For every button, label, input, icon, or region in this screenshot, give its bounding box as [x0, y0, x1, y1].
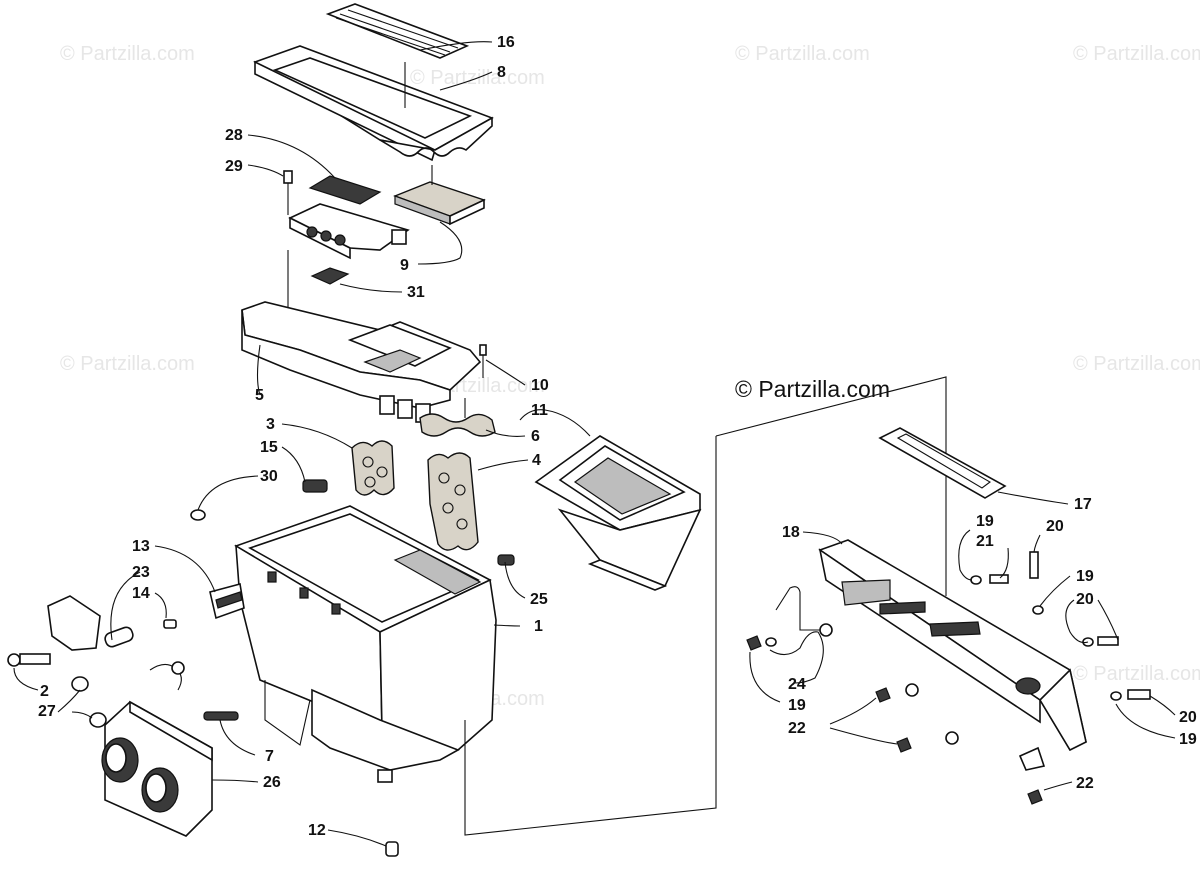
part-7-strip: [203, 711, 239, 721]
part-14-grommet: [163, 619, 177, 629]
watermark: © Partzilla.com: [1073, 663, 1200, 685]
part-9-filter-block: [393, 165, 486, 226]
watermark: © Partzilla.com: [60, 353, 195, 375]
callout-20: 20: [1179, 709, 1197, 726]
part-10-screw: [479, 344, 487, 378]
module-box: [288, 203, 410, 260]
callout-24: 24: [788, 676, 806, 693]
callout-3: 3: [266, 416, 275, 433]
part-30-washer: [190, 509, 206, 521]
part-1-airbox-body: [234, 505, 497, 783]
part-29-bolt: [283, 170, 293, 215]
callout-10: 10: [531, 377, 549, 394]
part-24-wire-clip: [775, 586, 826, 631]
callout-18: 18: [782, 524, 800, 541]
leader-lines: [13, 41, 1176, 847]
part-2-bolt: [7, 653, 51, 667]
watermark: © Partzilla.com: [1073, 353, 1200, 375]
callout-6: 6: [531, 428, 540, 445]
callout-19: 19: [976, 513, 994, 530]
callout-20: 20: [1046, 518, 1064, 535]
brand-watermark: © Partzilla.com: [735, 376, 890, 402]
callout-23: 23: [132, 564, 150, 581]
callout-12: 12: [308, 822, 326, 839]
callout-13: 13: [132, 538, 150, 555]
callout-16: 16: [497, 34, 515, 51]
part-13-clip: [209, 583, 245, 620]
callout-31: 31: [407, 284, 425, 301]
callout-labels: 16 8 28 29 9 31 5 10 11 6 3 4 15 30 13 2…: [38, 34, 1197, 839]
part-3-foam-pad: [351, 440, 395, 496]
callout-2: 2: [40, 683, 49, 700]
watermark: © Partzilla.com: [1073, 43, 1200, 65]
part-25-fitting: [497, 554, 515, 566]
callout-1: 1: [534, 618, 543, 635]
callout-27: 27: [38, 703, 56, 720]
callout-19: 19: [1179, 731, 1197, 748]
part-4-foam-pad: [427, 452, 479, 551]
callout-22: 22: [788, 720, 806, 737]
watermark: © Partzilla.com: [735, 43, 870, 65]
callout-30: 30: [260, 468, 278, 485]
part-17-gasket: [878, 427, 1007, 499]
fasteners: [746, 551, 1151, 805]
callout-20: 20: [1076, 591, 1094, 608]
part-6-foam-strip: [419, 398, 496, 437]
callout-14: 14: [132, 585, 150, 602]
part-28-decal: [308, 175, 382, 205]
part-15-screw: [302, 479, 328, 493]
callout-19: 19: [788, 697, 806, 714]
part-23-bracket: [47, 595, 134, 651]
assembly-bracket-lines: [464, 376, 947, 836]
part-26-intake: [101, 700, 213, 837]
part-12-plug: [385, 841, 399, 857]
callout-7: 7: [265, 748, 274, 765]
callout-26: 26: [263, 774, 281, 791]
sensor-harness: [149, 661, 185, 691]
callout-21: 21: [976, 533, 994, 550]
callout-9: 9: [400, 257, 409, 274]
part-31-pad: [310, 267, 350, 285]
part-16-screen: [325, 3, 470, 59]
callout-19: 19: [1076, 568, 1094, 585]
callout-17: 17: [1074, 496, 1092, 513]
callout-28: 28: [225, 127, 243, 144]
part-18-silencer: [818, 539, 1087, 752]
callout-22: 22: [1076, 775, 1094, 792]
callout-8: 8: [497, 64, 506, 81]
callout-11: 11: [531, 402, 548, 419]
part-8-airbox-cover: [253, 45, 494, 162]
part-5-airbox-tray: [241, 301, 482, 423]
callout-29: 29: [225, 158, 243, 175]
callout-4: 4: [532, 452, 541, 469]
watermark: © Partzilla.com: [60, 43, 195, 65]
part-27-knobs: [71, 676, 107, 728]
callout-25: 25: [530, 591, 548, 608]
part-11-duct: [534, 435, 702, 591]
callout-5: 5: [255, 387, 264, 404]
callout-15: 15: [260, 439, 278, 456]
